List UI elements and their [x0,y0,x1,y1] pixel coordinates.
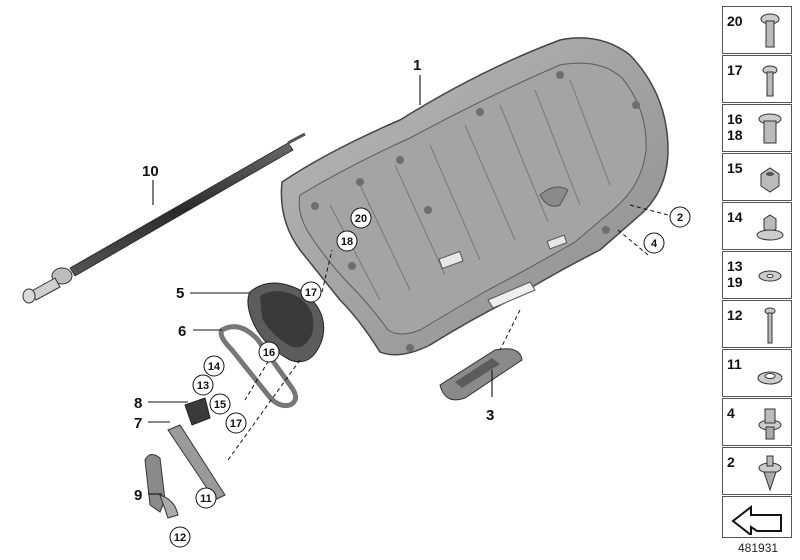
flange-nut-icon [756,214,784,241]
circle-15: 15 [209,393,231,415]
svg-text:11: 11 [200,493,212,505]
callout-labels: 1 10 5 6 3 8 7 9 [134,57,494,504]
legend-item-15: 15 [722,153,792,201]
exploded-parts-diagram: 1 10 5 6 3 8 7 9 20 18 17 16 14 [22,37,691,548]
callout-8: 8 [134,395,142,412]
circle-17-top: 17 [300,281,322,303]
circle-12: 12 [169,526,191,548]
reference-number: 481931 [738,541,779,555]
svg-text:13: 13 [197,380,209,392]
legend-label: 13 19 [727,258,743,290]
legend-label: 17 [727,62,743,78]
callout-10: 10 [142,163,159,180]
legend-label: 15 [727,160,743,176]
hex-nut-icon [760,167,780,193]
spreading-rivet-icon [758,455,782,492]
circle-17-bottom: 17 [225,412,247,434]
svg-text:18: 18 [341,236,353,248]
svg-text:17: 17 [305,287,317,299]
svg-text:12: 12 [174,532,186,544]
expanding-nut-icon [758,113,782,144]
legend-label: 4 [727,405,735,421]
svg-text:16: 16 [263,347,275,359]
legend-label: 11 [727,356,742,372]
legend-item-16-18: 16 18 [722,104,792,152]
callout-9: 9 [134,487,142,504]
legend-label: 14 [727,209,743,225]
legend-label: 16 18 [727,111,743,143]
legend-item-11: 11 [722,349,792,397]
circle-13: 13 [192,374,214,396]
legend-label: 20 [727,13,743,29]
callout-6: 6 [178,323,186,340]
bolt-icon [764,307,776,344]
svg-text:14: 14 [208,361,221,373]
legend-item-4: 4 [722,398,792,446]
leader-lines [148,75,669,495]
screw-icon [762,65,778,97]
legend-item-12: 12 [722,300,792,348]
circle-2: 2 [669,206,691,228]
support-rod-part [22,132,306,304]
trim-panel-part [280,37,669,356]
legend-item-14: 14 [722,202,792,250]
circle-18: 18 [336,230,358,252]
svg-text:15: 15 [214,399,226,411]
washer-icon [758,270,782,282]
legend-label: 12 [727,307,743,323]
callout-7: 7 [134,415,142,432]
svg-text:2: 2 [677,212,683,224]
circle-14: 14 [203,355,225,377]
gasket-part [218,324,298,408]
legend-item-17: 17 [722,55,792,103]
torx-screw-icon [760,13,780,48]
legend-item-20: 20 [722,6,792,54]
legend-item-13-19: 13 19 [722,251,792,299]
legend-item-2: 2 [722,447,792,495]
circle-20: 20 [350,207,372,229]
legend-label: 2 [727,454,735,470]
bracket-part [144,397,226,519]
svg-text:4: 4 [651,238,658,250]
arrow-icon [731,504,782,535]
callout-5: 5 [176,285,184,302]
circle-11: 11 [195,487,217,509]
handle-part [439,348,523,401]
svg-text:17: 17 [230,418,242,430]
circle-4: 4 [643,232,665,254]
svg-text:20: 20 [355,213,367,225]
cup-washer-icon [757,371,783,385]
clip-icon [758,408,782,440]
legend-item-arrow [722,496,792,538]
callout-3: 3 [486,407,494,424]
circled-numbers: 20 18 17 16 14 13 15 17 [169,206,691,548]
circle-16: 16 [258,341,280,363]
callout-1: 1 [413,57,421,74]
